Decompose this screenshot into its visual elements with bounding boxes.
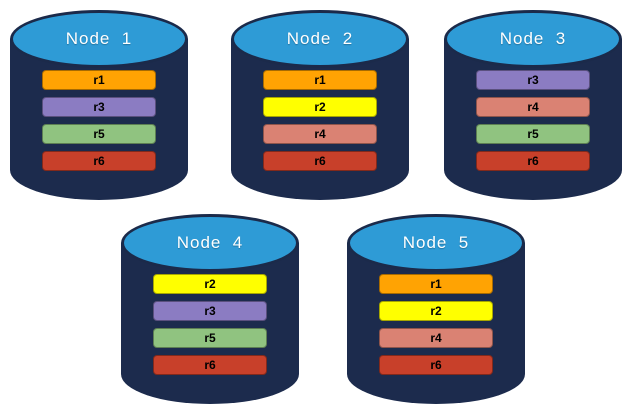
replica-label: r2: [204, 277, 216, 291]
replica-label: r6: [93, 154, 105, 168]
node-title: Node 4: [176, 233, 244, 252]
replica-label: r5: [527, 127, 539, 141]
replica-label: r6: [430, 358, 442, 372]
replica-label: r6: [204, 358, 216, 372]
replica-label: r1: [430, 277, 442, 291]
cylinder-top-ellipse: Node 1: [10, 10, 188, 68]
replica-bar-r1: r1: [379, 274, 493, 294]
node-title: Node 5: [402, 233, 470, 252]
replica-label: r2: [430, 304, 442, 318]
replica-label: r1: [314, 73, 326, 87]
replica-label: r5: [204, 331, 216, 345]
replica-bar-r4: r4: [263, 124, 377, 144]
replica-label: r4: [527, 100, 539, 114]
replica-bar-list: r1 r2 r4 r6: [347, 274, 525, 375]
replica-label: r6: [314, 154, 326, 168]
replica-bar-r3: r3: [476, 70, 590, 90]
replica-bar-r1: r1: [263, 70, 377, 90]
replica-bar-r5: r5: [42, 124, 156, 144]
replica-bar-r6: r6: [476, 151, 590, 171]
replica-label: r4: [430, 331, 442, 345]
replica-label: r5: [93, 127, 105, 141]
replica-bar-r2: r2: [379, 301, 493, 321]
node-title: Node 2: [286, 29, 354, 48]
replica-label: r3: [204, 304, 216, 318]
replica-bar-r2: r2: [263, 97, 377, 117]
replica-bar-r5: r5: [153, 328, 267, 348]
node-title: Node 3: [499, 29, 567, 48]
replica-bar-list: r1 r2 r4 r6: [231, 70, 409, 171]
replica-bar-r2: r2: [153, 274, 267, 294]
database-node-1: Node 1 r1 r3 r5 r6: [10, 10, 188, 200]
database-node-2: Node 2 r1 r2 r4 r6: [231, 10, 409, 200]
database-node-4: Node 4 r2 r3 r5 r6: [121, 214, 299, 404]
cylinder-top-ellipse: Node 2: [231, 10, 409, 68]
replica-label: r6: [527, 154, 539, 168]
cylinder-top-ellipse: Node 3: [444, 10, 622, 68]
database-node-5: Node 5 r1 r2 r4 r6: [347, 214, 525, 404]
replica-bar-r1: r1: [42, 70, 156, 90]
database-node-3: Node 3 r3 r4 r5 r6: [444, 10, 622, 200]
replica-label: r1: [93, 73, 105, 87]
replica-bar-r4: r4: [379, 328, 493, 348]
replica-bar-r6: r6: [153, 355, 267, 375]
replica-bar-r3: r3: [42, 97, 156, 117]
replica-label: r4: [314, 127, 326, 141]
replica-bar-list: r1 r3 r5 r6: [10, 70, 188, 171]
replica-bar-r4: r4: [476, 97, 590, 117]
replica-bar-r6: r6: [42, 151, 156, 171]
node-title: Node 1: [65, 29, 133, 48]
replica-bar-r6: r6: [379, 355, 493, 375]
replica-bar-r3: r3: [153, 301, 267, 321]
cylinder-top-ellipse: Node 5: [347, 214, 525, 272]
replica-bar-list: r3 r4 r5 r6: [444, 70, 622, 171]
replica-label: r2: [314, 100, 326, 114]
replica-bar-list: r2 r3 r5 r6: [121, 274, 299, 375]
replica-label: r3: [93, 100, 105, 114]
cylinder-top-ellipse: Node 4: [121, 214, 299, 272]
replica-bar-r5: r5: [476, 124, 590, 144]
replica-bar-r6: r6: [263, 151, 377, 171]
replica-label: r3: [527, 73, 539, 87]
